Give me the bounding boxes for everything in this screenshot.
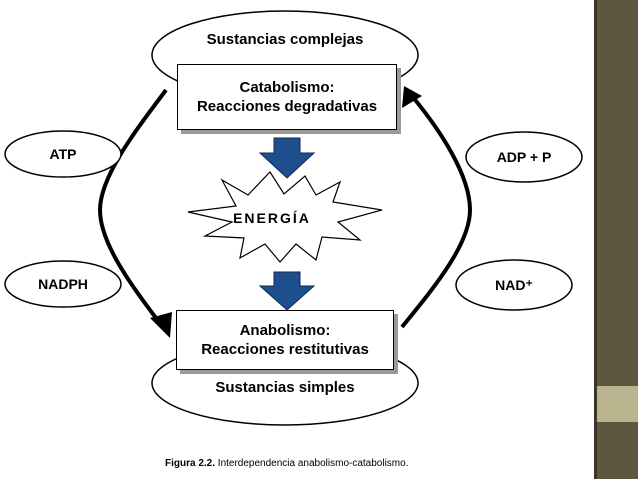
catabolism-box: Catabolismo: Reacciones degradativas xyxy=(177,64,397,130)
right-curved-arrow xyxy=(400,94,473,329)
anabolism-title: Anabolismo: xyxy=(239,322,331,339)
energy-label: ENERGÍA xyxy=(233,210,311,226)
atp-oval xyxy=(4,130,122,178)
side-bar-divider xyxy=(594,0,597,479)
energy-starburst xyxy=(187,171,383,263)
anabolism-subtitle: Reacciones restitutivas xyxy=(201,341,369,358)
nad-plus-label: NAD⁺ xyxy=(495,276,533,293)
left-arrowhead xyxy=(150,312,172,338)
side-bar-accent xyxy=(597,386,638,422)
nad-oval xyxy=(455,259,573,311)
atp-label: ATP xyxy=(49,146,77,162)
right-arrowhead xyxy=(402,86,422,108)
caption-figure-number: Figura 2.2. xyxy=(165,458,216,469)
slide: Sustancias complejas Catabolismo: Reacci… xyxy=(4,10,583,469)
nadph-oval xyxy=(4,260,122,308)
top-oval-label: Sustancias complejas xyxy=(206,31,364,48)
anabolism-box: Anabolismo: Reacciones restitutivas xyxy=(176,310,394,370)
catabolism-subtitle: Reacciones degradativas xyxy=(196,98,378,115)
adp-oval xyxy=(465,131,583,183)
block-arrow-top xyxy=(258,137,316,179)
caption-text: Interdependencia anabolismo-catabolismo. xyxy=(215,458,409,469)
nadph-label: NADPH xyxy=(38,276,88,292)
adp-p-label: ADP + P xyxy=(496,149,552,165)
catabolism-title: Catabolismo: xyxy=(239,79,335,96)
bottom-oval-label: Sustancias simples xyxy=(215,379,355,396)
left-curved-arrow xyxy=(97,88,168,328)
figure-caption: Figura 2.2. Interdependencia anabolismo-… xyxy=(165,458,408,469)
block-arrow-bottom xyxy=(258,271,316,311)
